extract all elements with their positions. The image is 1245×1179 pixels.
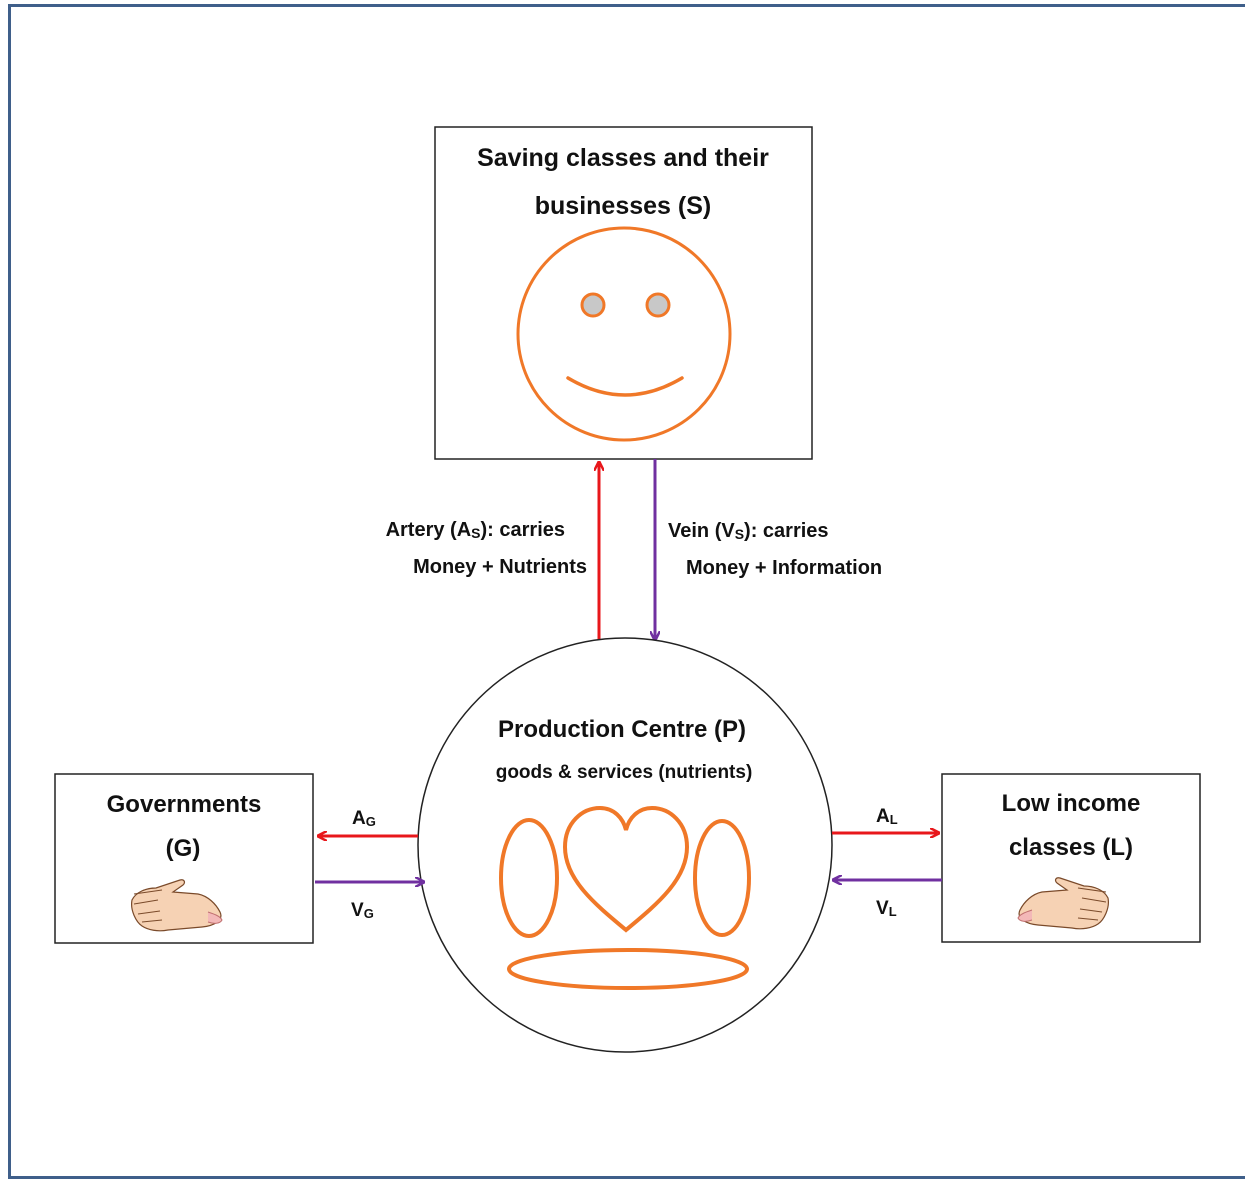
- hand-icon: [1017, 877, 1109, 930]
- left-oval: [499, 818, 559, 938]
- hand-icon: [131, 879, 223, 932]
- production-centre-circle: Production Centre (P) goods & services (…: [417, 637, 833, 1053]
- low-income-box: Low income classes (L): [941, 773, 1201, 943]
- artery-s-line2: Money + Nutrients: [413, 556, 587, 578]
- low-income-title-line1: Low income: [1002, 790, 1141, 817]
- production-centre-title: Production Centre (P): [498, 716, 746, 743]
- saving-classes-title-line1: Saving classes and their: [477, 144, 769, 172]
- right-oval: [693, 819, 751, 937]
- vein-s-label: Vein (VS): carries Money + Information: [668, 520, 882, 579]
- artery-s-subscript: S: [471, 525, 480, 541]
- vein-s-prefix: Vein (V: [668, 520, 735, 542]
- governments-title-line1: Governments: [107, 791, 262, 818]
- saving-classes-title-line2: businesses (S): [535, 192, 711, 220]
- a-l-label: AL: [876, 806, 898, 827]
- vein-s-line2: Money + Information: [686, 557, 882, 579]
- saving-classes-box: Saving classes and their businesses (S): [434, 126, 813, 460]
- vein-s-subscript: S: [735, 526, 744, 542]
- low-income-title-line2: classes (L): [1009, 834, 1133, 861]
- governments-title-line2: (G): [166, 835, 201, 862]
- artery-s-label: Artery (AS): carries Money + Nutrients: [386, 519, 587, 578]
- smiley-face-icon: [516, 226, 732, 442]
- v-l-label: VL: [876, 898, 897, 919]
- bottom-oval: [507, 948, 749, 990]
- nutrients-shapes: [499, 805, 751, 990]
- artery-s-prefix: Artery (A: [386, 519, 472, 541]
- production-centre-subtitle: goods & services (nutrients): [496, 762, 753, 783]
- a-g-label: AG: [352, 808, 376, 829]
- vein-s-suffix: ): carries: [744, 520, 829, 542]
- artery-s-suffix: ): carries: [481, 519, 566, 541]
- v-g-label: VG: [351, 900, 374, 921]
- svg-text:Artery (AS): carries: Artery (AS): carries: [386, 519, 565, 541]
- svg-text:Vein (VS): carries: Vein (VS): carries: [668, 520, 829, 542]
- heart-icon: [562, 805, 690, 933]
- governments-box: Governments (G): [54, 773, 314, 944]
